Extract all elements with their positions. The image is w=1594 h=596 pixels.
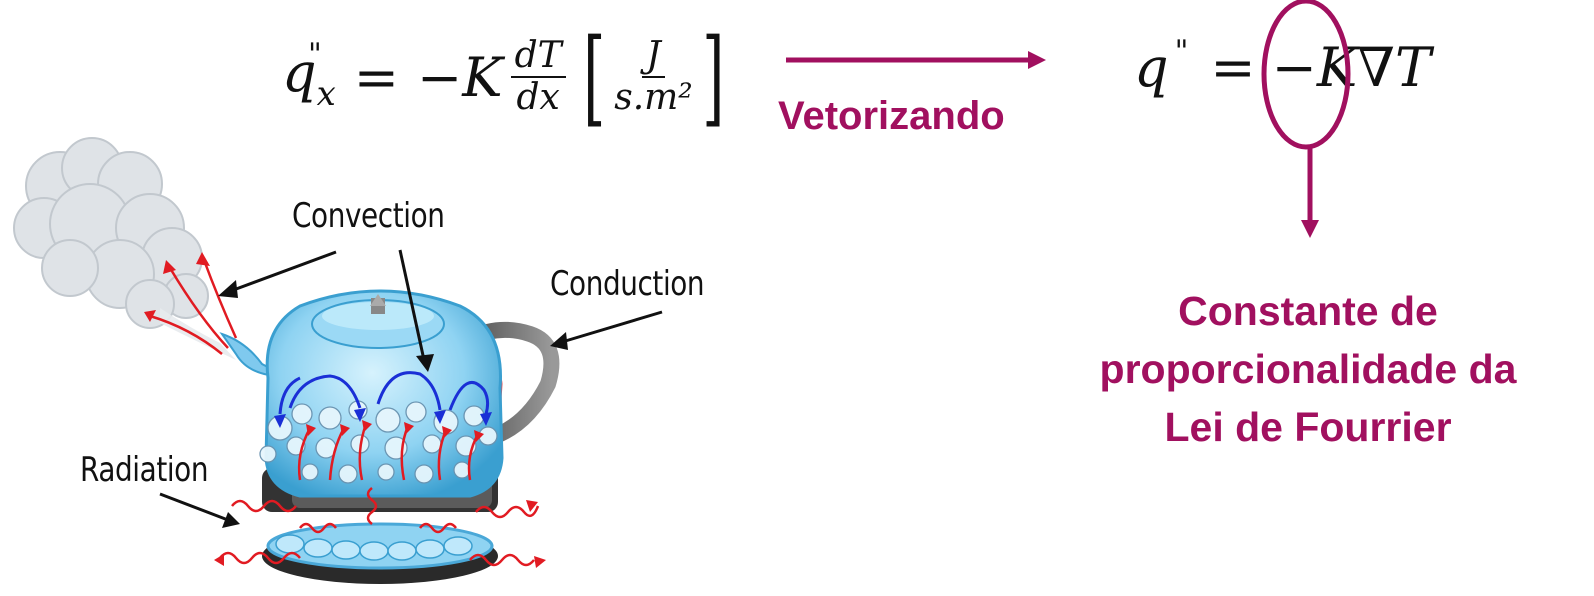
steam-convection-arrows — [149, 259, 238, 355]
fourier-law-equation: qx " = −K dT dx [ J s.m² ] — [282, 22, 733, 132]
constant-explanation: Constante de proporcionalidade da Lei de… — [1099, 288, 1517, 450]
equals-sign: = — [353, 45, 400, 109]
kettle-illustration — [13, 137, 663, 584]
handle-icon — [462, 321, 560, 442]
steam-cloud-icon — [13, 137, 209, 329]
minus-sign: − — [1271, 36, 1317, 99]
convection-label: Convection — [292, 196, 445, 236]
blue-convection-arrows — [278, 371, 490, 415]
unit-bracket: [ J s.m² ] — [582, 16, 725, 138]
vetorizando-label: Vetorizando — [778, 94, 1005, 138]
derivative-fraction: dT dx — [510, 36, 566, 117]
radiation-label: Radiation — [80, 450, 209, 490]
conduction-label: Conduction — [550, 264, 705, 304]
minus-k: −K — [417, 45, 503, 109]
highlight-ellipse — [1261, 0, 1351, 238]
vectorize-arrow — [786, 51, 1046, 69]
heat-flux-symbol: qx " — [282, 36, 336, 114]
vector-fourier-equation: q " = − K ∇ T — [1134, 34, 1431, 99]
radiation-wave-arrows — [219, 487, 540, 567]
conductivity-k: K — [1316, 36, 1358, 99]
nabla-operator: ∇ — [1357, 36, 1395, 99]
